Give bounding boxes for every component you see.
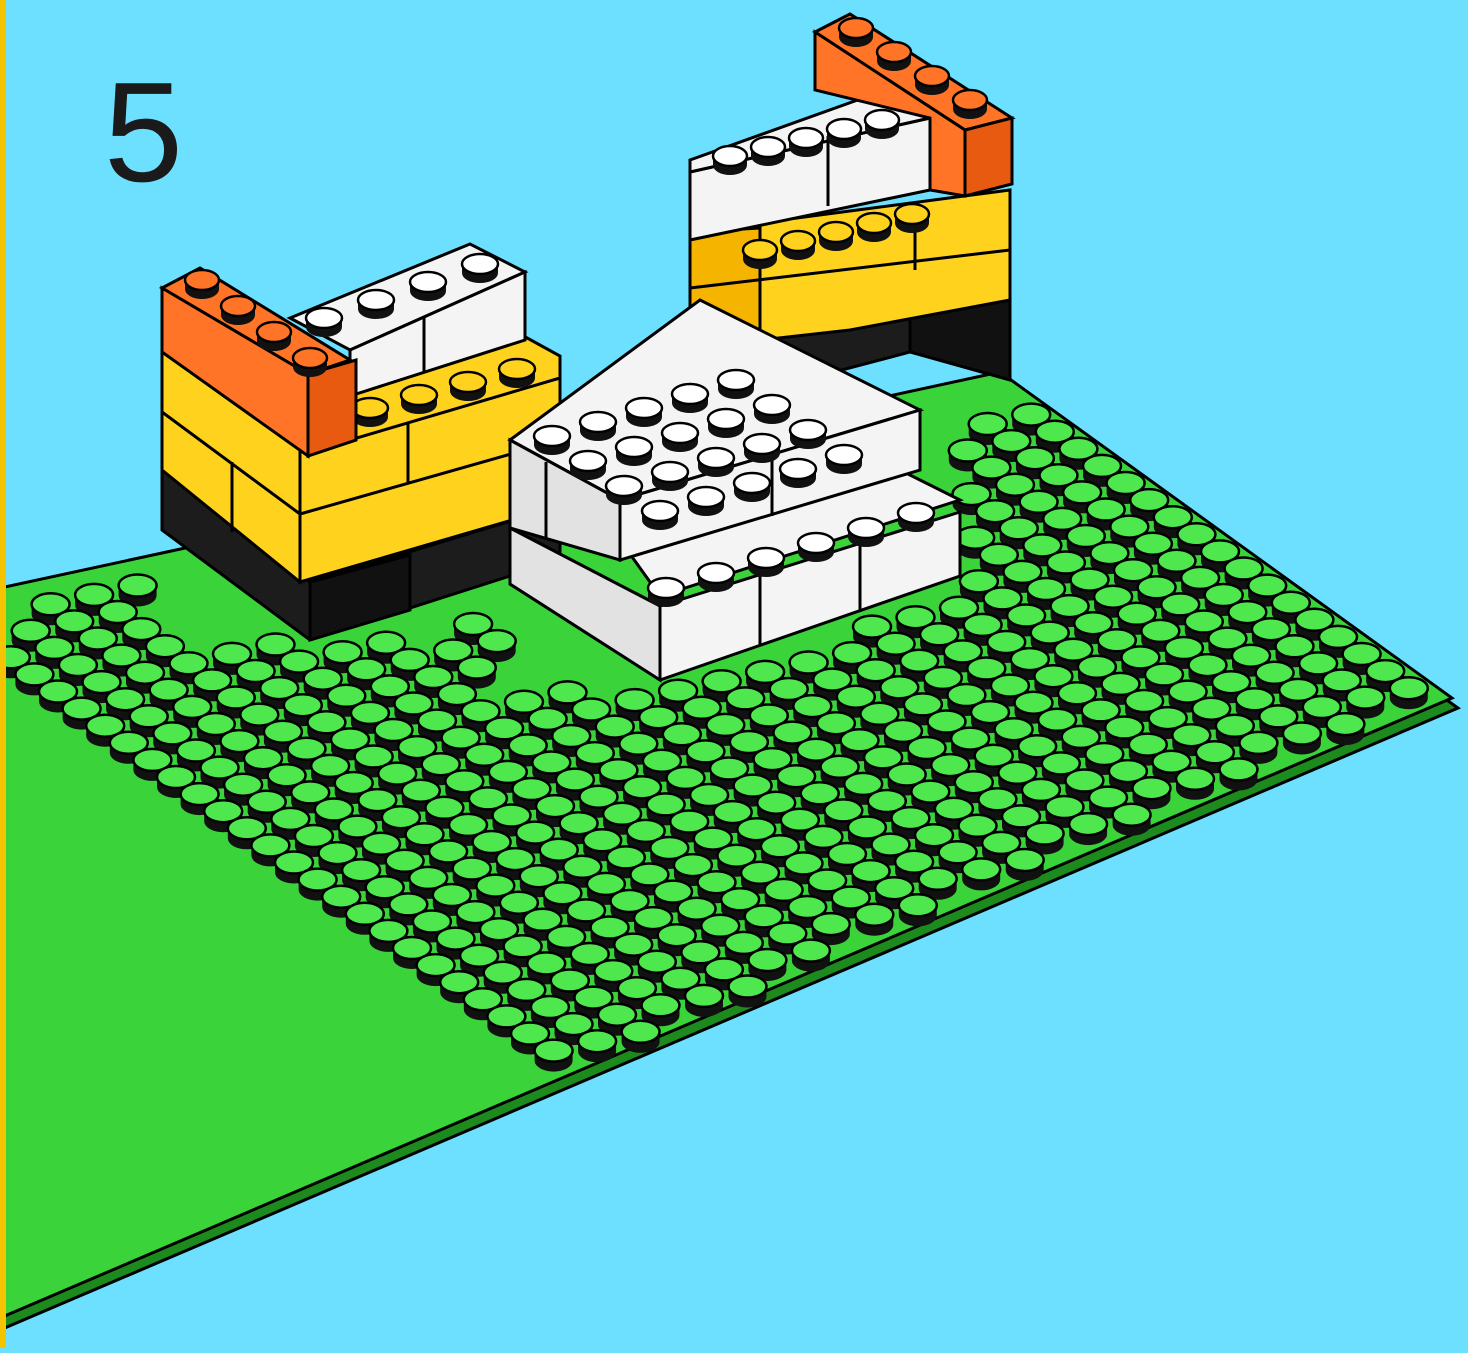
stud [672, 384, 708, 413]
stud [616, 437, 652, 466]
stud [780, 459, 816, 488]
stud [1176, 768, 1214, 800]
stud [462, 254, 498, 283]
page-edge-stripe [0, 0, 6, 1348]
stud [358, 290, 394, 319]
stud [570, 451, 606, 480]
stud [718, 370, 754, 399]
stud [792, 940, 830, 972]
stud [1326, 713, 1364, 745]
stud [1069, 813, 1107, 845]
stud [293, 348, 327, 377]
right-orange-front [965, 118, 1012, 196]
step-number: 5 [104, 62, 183, 204]
stud [606, 476, 642, 505]
stud [848, 518, 884, 547]
stud [499, 359, 535, 388]
stud [713, 146, 747, 175]
stud [1113, 804, 1151, 836]
stud [754, 395, 790, 424]
stud [685, 985, 723, 1017]
stud [953, 90, 987, 119]
stud [790, 420, 826, 449]
stud [622, 1021, 660, 1053]
stud [306, 308, 342, 337]
stud [580, 412, 616, 441]
stud [898, 503, 934, 532]
stud [1283, 723, 1321, 755]
stud [534, 426, 570, 455]
stud [578, 1030, 616, 1062]
stud [652, 462, 688, 491]
stud [877, 42, 911, 71]
stud [708, 409, 744, 438]
stud [798, 533, 834, 562]
stud [221, 296, 255, 325]
stud [827, 119, 861, 148]
stud [688, 487, 724, 516]
stud [748, 548, 784, 577]
stud [751, 137, 785, 166]
stud [734, 473, 770, 502]
stud [826, 445, 862, 474]
stud [1220, 758, 1258, 790]
stud [899, 894, 937, 926]
stud [781, 231, 815, 260]
stud [698, 448, 734, 477]
stud [962, 858, 1000, 890]
stud [855, 904, 893, 936]
stud [819, 222, 853, 251]
stud [401, 385, 437, 414]
stud [450, 372, 486, 401]
stud [698, 563, 734, 592]
stud [626, 398, 662, 427]
stud [789, 128, 823, 157]
stud [743, 240, 777, 269]
stud [915, 66, 949, 95]
stud [185, 270, 219, 299]
stud [729, 976, 767, 1008]
stud [744, 434, 780, 463]
stud [857, 213, 891, 242]
stud [865, 110, 899, 139]
stud [642, 501, 678, 530]
stud [410, 272, 446, 301]
stud [839, 18, 873, 47]
stud [257, 322, 291, 351]
stud [535, 1040, 573, 1072]
stud [1390, 677, 1428, 709]
stud [662, 423, 698, 452]
stud [1006, 849, 1044, 881]
stud [895, 204, 929, 233]
stud [648, 578, 684, 607]
